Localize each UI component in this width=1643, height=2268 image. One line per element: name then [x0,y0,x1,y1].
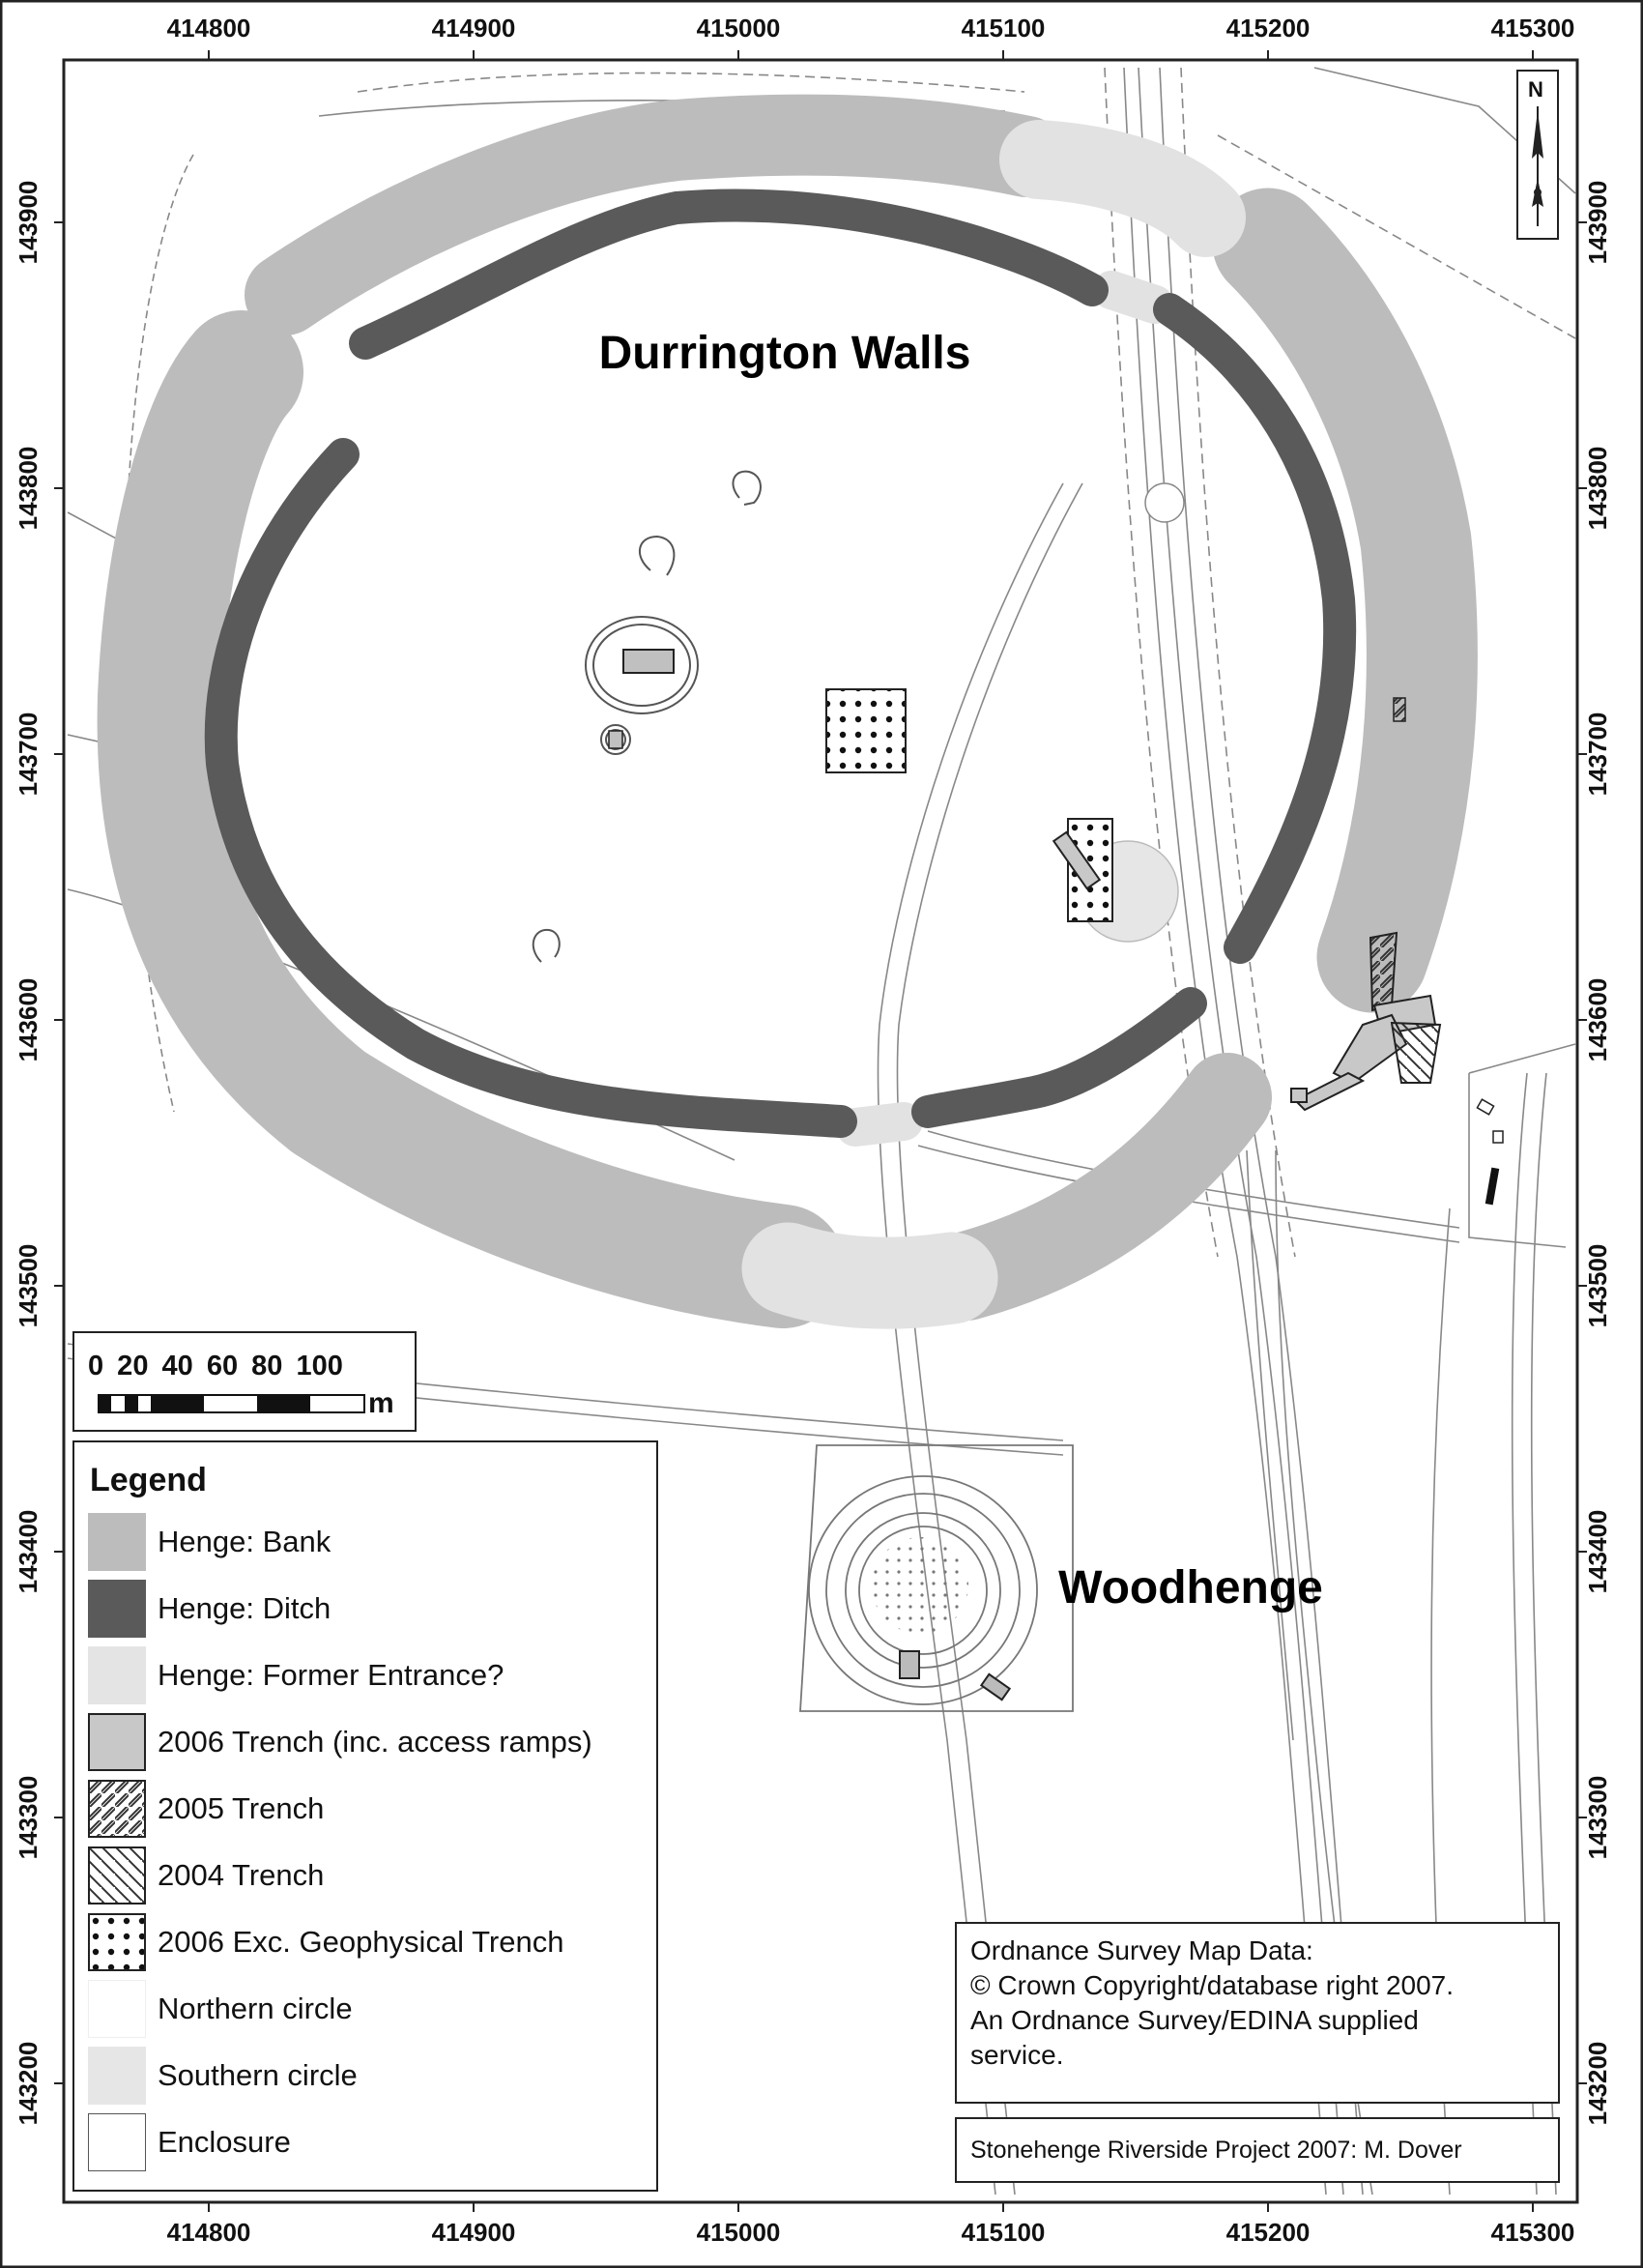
legend-swatch-geophysical [88,1913,146,1971]
north-arrow-icon [1532,106,1543,226]
credit-line: Stonehenge Riverside Project 2007: M. Do… [955,2117,1560,2183]
northing-label-right: 143600 [1583,978,1612,1062]
os-copyright-notice: Ordnance Survey Map Data: © Crown Copyri… [955,1922,1560,2104]
northing-label-left: 143800 [14,447,43,531]
durrington-walls-label: Durrington Walls [599,328,971,379]
northern-circle [1144,482,1185,523]
legend-item: 2006 Trench (inc. access ramps) [88,1712,592,1772]
woodhenge-trench [899,1650,920,1679]
northing-label-left: 143600 [14,978,43,1062]
east-entrance-trenches [1290,697,1504,1206]
northing-label-right: 143400 [1583,1510,1612,1594]
henge-bank [97,94,1478,1328]
legend-label: Henge: Bank [158,1525,331,1558]
legend-swatch-trench-2005 [88,1780,146,1838]
trench-2006 [1052,830,1102,890]
legend-label: Southern circle [158,2058,358,2092]
legend-swatch-northern-circle [88,1980,146,2038]
legend-swatch-bank [88,1513,146,1571]
easting-label-top: 415200 [1226,14,1311,43]
legend-swatch-enclosure [88,2113,146,2171]
legend-label: Northern circle [158,1992,353,2025]
credit-text: Stonehenge Riverside Project 2007: M. Do… [970,2136,1462,2164]
scale-bar-unit: m [368,1387,394,1419]
scale-bar-graphic [98,1394,365,1413]
scale-bar: 0 20 40 60 80 100 m [72,1331,417,1432]
legend: Legend Henge: Bank Henge: Ditch Henge: F… [72,1440,658,2192]
os-notice-line: © Crown Copyright/database right 2007. [970,1970,1455,2000]
easting-label-bottom: 414900 [432,2218,516,2247]
legend-item: 2005 Trench [88,1779,324,1839]
easting-label-bottom: 414800 [167,2218,251,2247]
grid-ticks [54,50,1587,2212]
northing-label-left: 143500 [14,1244,43,1328]
henge-entrance [741,120,1246,1329]
legend-item: Henge: Former Entrance? [88,1645,504,1705]
northing-label-right: 143300 [1583,1776,1612,1860]
legend-item: 2006 Exc. Geophysical Trench [88,1912,563,1972]
easting-label-bottom: 415300 [1491,2218,1575,2247]
legend-swatch-ditch [88,1580,146,1638]
legend-item: Henge: Bank [88,1512,331,1572]
legend-label: 2006 Exc. Geophysical Trench [158,1925,564,1959]
legend-label: 2005 Trench [158,1791,325,1825]
legend-label: 2004 Trench [158,1858,325,1892]
legend-swatch-trench-2006 [88,1713,146,1771]
legend-item: Henge: Ditch [88,1579,331,1639]
os-notice-line: service. [970,2040,1064,2070]
woodhenge-label: Woodhenge [1058,1562,1323,1614]
northing-label-left: 143700 [14,712,43,797]
legend-item: Enclosure [88,2112,291,2172]
easting-label-top: 414900 [432,14,516,43]
northing-label-right: 143900 [1583,181,1612,265]
easting-label-top: 415300 [1491,14,1575,43]
northing-label-right: 143200 [1583,2042,1612,2126]
easting-label-top: 415100 [962,14,1046,43]
legend-swatch-entrance [88,1646,146,1704]
os-notice-line: Ordnance Survey Map Data: [970,1935,1313,1965]
geophysical-trench [825,688,907,773]
henge-ditch [204,189,1357,1138]
easting-label-bottom: 415100 [962,2218,1046,2247]
woodhenge-enclosure [799,1444,1074,1712]
legend-label: Enclosure [158,2125,291,2159]
os-notice-line: An Ordnance Survey/EDINA supplied [970,2005,1419,2035]
legend-item: Northern circle [88,1979,353,2039]
easting-label-bottom: 415200 [1226,2218,1311,2247]
easting-label-top: 414800 [167,14,251,43]
legend-label: Henge: Ditch [158,1591,331,1625]
trench-2006 [608,730,623,749]
northing-label-left: 143300 [14,1776,43,1860]
legend-swatch-southern-circle [88,2047,146,2105]
north-label: N [1528,77,1543,102]
legend-item: 2004 Trench [88,1846,324,1905]
northing-label-right: 143500 [1583,1244,1612,1328]
northing-label-left: 143400 [14,1510,43,1594]
easting-label-top: 415000 [697,14,781,43]
northing-label-left: 143200 [14,2042,43,2126]
legend-title: Legend [90,1462,207,1498]
northing-label-right: 143800 [1583,447,1612,531]
legend-swatch-trench-2004 [88,1846,146,1905]
legend-item: Southern circle [88,2046,358,2106]
enclosure-features [532,470,762,963]
legend-label: Henge: Former Entrance? [158,1658,504,1692]
easting-label-bottom: 415000 [697,2218,781,2247]
north-arrow: N [1516,70,1559,240]
woodhenge-trench [979,1672,1012,1701]
trench-2006 [622,649,675,674]
legend-label: 2006 Trench (inc. access ramps) [158,1725,592,1759]
northing-label-left: 143900 [14,181,43,265]
northing-label-right: 143700 [1583,712,1612,797]
scale-bar-numbers: 0 20 40 60 80 100 [88,1351,343,1381]
